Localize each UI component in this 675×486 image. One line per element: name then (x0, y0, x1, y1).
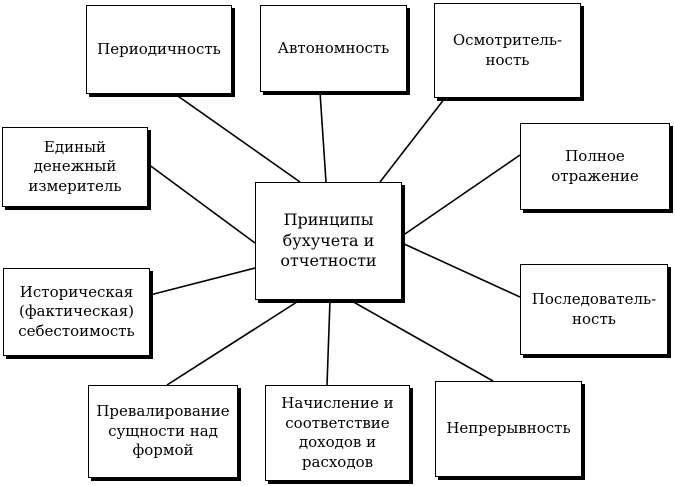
connector-full-disclosure (401, 154, 521, 237)
node-periodicity-label: Периодичность (97, 39, 221, 58)
node-single-measure-label: Единый денежный измеритель (28, 137, 122, 195)
node-substance-over-form: Превалирование сущности над формой (88, 385, 238, 478)
connector-single-measure (147, 163, 256, 244)
node-autonomy-label: Автономность (277, 38, 390, 57)
connector-accrual-matching (326, 299, 331, 386)
node-prudence: Осмотритель- ность (434, 3, 581, 98)
node-substance-over-form-label: Превалирование сущности над формой (96, 402, 230, 460)
connector-prudence (379, 97, 446, 183)
node-continuity-label: Непрерывность (446, 419, 571, 438)
node-center: Принципы бухучета и отчетности (255, 182, 402, 300)
connector-autonomy (319, 91, 327, 183)
node-autonomy: Автономность (260, 5, 407, 92)
node-consistency: Последователь- ность (520, 264, 668, 355)
connector-continuity (349, 299, 494, 382)
connector-substance-over-form (166, 299, 301, 386)
node-full-disclosure-label: Полное отражение (551, 147, 639, 185)
node-center-label: Принципы бухучета и отчетности (280, 209, 377, 271)
connector-periodicity (174, 93, 301, 183)
node-periodicity: Периодичность (86, 5, 232, 94)
node-historical-cost: Историческая (фактическая) себестоимость (3, 268, 150, 356)
node-single-measure: Единый денежный измеритель (2, 127, 148, 207)
node-prudence-label: Осмотритель- ность (452, 31, 563, 69)
node-full-disclosure: Полное отражение (520, 123, 670, 210)
node-accrual-matching: Начисление и соответствие доходов и расх… (265, 385, 410, 481)
node-continuity: Непрерывность (435, 381, 582, 477)
node-historical-cost-label: Историческая (фактическая) себестоимость (18, 282, 135, 340)
node-accrual-matching-label: Начисление и соответствие доходов и расх… (281, 394, 394, 471)
connector-consistency (401, 242, 521, 298)
node-consistency-label: Последователь- ность (531, 290, 657, 328)
connector-historical-cost (149, 267, 256, 296)
